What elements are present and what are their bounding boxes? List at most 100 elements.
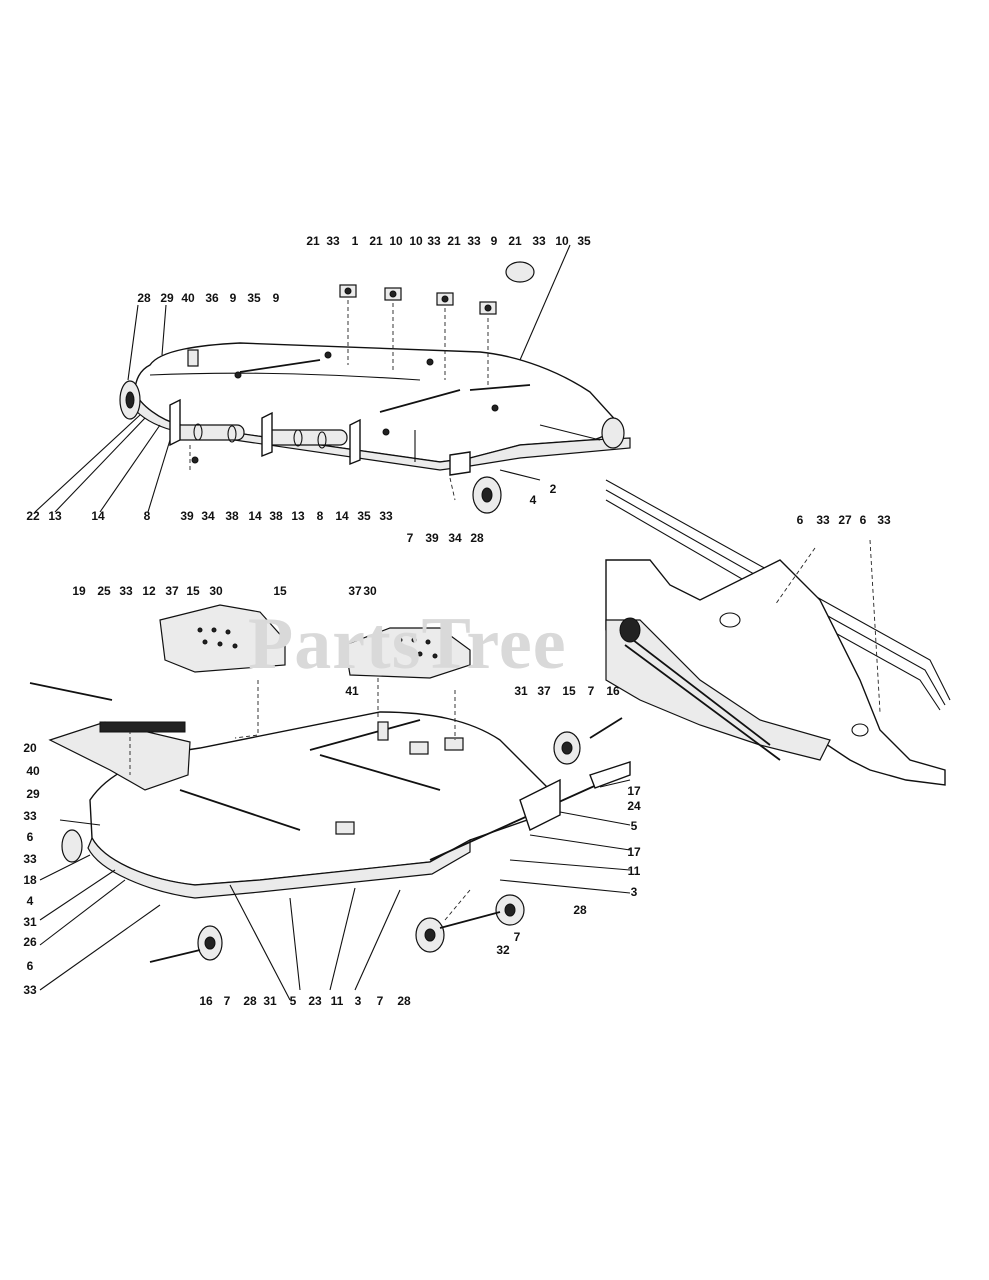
callout-lower-deck-39: 28 — [243, 994, 257, 1008]
callout-lower-deck-15: 16 — [606, 684, 620, 698]
callout-upper-deck-8: 33 — [467, 234, 481, 248]
callout-upper-deck-2: 1 — [352, 234, 359, 248]
callout-upper-deck-38: 39 — [425, 531, 439, 545]
callout-lower-deck-27: 33 — [23, 983, 37, 997]
callout-upper-deck-5: 10 — [409, 234, 423, 248]
callout-upper-deck-12: 10 — [555, 234, 569, 248]
callout-upper-deck-17: 36 — [205, 291, 219, 305]
callout-upper-deck-24: 8 — [144, 509, 151, 523]
callout-lower-deck-33: 3 — [631, 885, 638, 899]
callout-lower-deck-6: 30 — [209, 584, 223, 598]
callout-upper-deck-26: 34 — [201, 509, 215, 523]
callout-lower-deck-29: 24 — [627, 799, 641, 813]
callout-lower-deck-38: 7 — [224, 994, 231, 1008]
callout-lower-deck-9: 30 — [363, 584, 377, 598]
callout-lower-deck-25: 26 — [23, 935, 37, 949]
callout-lower-deck-22: 18 — [23, 873, 37, 887]
callout-upper-deck-1: 33 — [326, 234, 340, 248]
callout-upper-deck-40: 28 — [470, 531, 484, 545]
callout-upper-deck-25: 39 — [180, 509, 194, 523]
callout-lower-deck-10: 41 — [345, 684, 359, 698]
lower-deck-view — [29, 604, 631, 1001]
callout-upper-deck-20: 9 — [273, 291, 280, 305]
callout-lower-deck-31: 17 — [627, 845, 641, 859]
callout-upper-deck-37: 7 — [407, 531, 414, 545]
callout-upper-deck-3: 21 — [369, 234, 383, 248]
callout-detail-view-3: 6 — [860, 513, 867, 527]
callout-upper-deck-4: 10 — [389, 234, 403, 248]
callout-detail-view-0: 6 — [797, 513, 804, 527]
callout-lower-deck-11: 31 — [514, 684, 528, 698]
callout-lower-deck-20: 6 — [27, 830, 34, 844]
callout-upper-deck-22: 13 — [48, 509, 62, 523]
callout-lower-deck-24: 31 — [23, 915, 37, 929]
callout-upper-deck-16: 40 — [181, 291, 195, 305]
callout-upper-deck-0: 21 — [306, 234, 320, 248]
callout-lower-deck-18: 29 — [26, 787, 40, 801]
callout-lower-deck-46: 28 — [397, 994, 411, 1008]
callout-lower-deck-3: 12 — [142, 584, 156, 598]
watermark-text: PartsTree — [248, 603, 567, 685]
callout-lower-deck-7: 15 — [273, 584, 287, 598]
callout-lower-deck-35: 7 — [514, 930, 521, 944]
callout-lower-deck-5: 15 — [186, 584, 200, 598]
callout-lower-deck-17: 40 — [26, 764, 40, 778]
callout-detail-view-1: 33 — [816, 513, 830, 527]
callout-upper-deck-11: 33 — [532, 234, 546, 248]
callout-upper-deck-31: 8 — [317, 509, 324, 523]
callout-lower-deck-1: 25 — [97, 584, 111, 598]
callout-upper-deck-23: 14 — [91, 509, 105, 523]
callout-upper-deck-21: 22 — [26, 509, 40, 523]
callout-upper-deck-34: 33 — [379, 509, 393, 523]
callout-upper-deck-14: 28 — [137, 291, 151, 305]
callout-lower-deck-42: 23 — [308, 994, 322, 1008]
callout-lower-deck-37: 16 — [199, 994, 213, 1008]
callout-lower-deck-26: 6 — [27, 959, 34, 973]
callout-lower-deck-2: 33 — [119, 584, 133, 598]
callout-lower-deck-41: 5 — [290, 994, 297, 1008]
callout-lower-deck-45: 7 — [377, 994, 384, 1008]
callout-upper-deck-13: 35 — [577, 234, 591, 248]
callout-upper-deck-33: 35 — [357, 509, 371, 523]
callout-upper-deck-19: 35 — [247, 291, 261, 305]
callout-upper-deck-15: 29 — [160, 291, 174, 305]
callout-upper-deck-27: 38 — [225, 509, 239, 523]
callout-lower-deck-36: 32 — [496, 943, 510, 957]
callout-upper-deck-29: 38 — [269, 509, 283, 523]
callout-lower-deck-21: 33 — [23, 852, 37, 866]
callout-lower-deck-32: 11 — [628, 864, 641, 878]
callout-lower-deck-0: 19 — [72, 584, 86, 598]
callout-detail-view-2: 27 — [838, 513, 852, 527]
callout-lower-deck-30: 5 — [631, 819, 638, 833]
callout-lower-deck-43: 11 — [331, 994, 344, 1008]
callout-lower-deck-8: 37 — [348, 584, 362, 598]
callout-upper-deck-32: 14 — [335, 509, 349, 523]
callout-upper-deck-9: 9 — [491, 234, 498, 248]
callout-lower-deck-23: 4 — [27, 894, 34, 908]
callout-upper-deck-7: 21 — [447, 234, 461, 248]
callout-detail-view-4: 33 — [877, 513, 891, 527]
callout-upper-deck-10: 21 — [508, 234, 522, 248]
callout-lower-deck-16: 20 — [23, 741, 37, 755]
callout-upper-deck-35: 2 — [550, 482, 557, 496]
callout-upper-deck-28: 14 — [248, 509, 262, 523]
callout-upper-deck-18: 9 — [230, 291, 237, 305]
callout-upper-deck-6: 33 — [427, 234, 441, 248]
callout-upper-deck-30: 13 — [291, 509, 305, 523]
callout-lower-deck-13: 15 — [562, 684, 576, 698]
callout-lower-deck-19: 33 — [23, 809, 37, 823]
detail-view — [605, 479, 951, 786]
callout-lower-deck-14: 7 — [588, 684, 595, 698]
callout-lower-deck-12: 37 — [537, 684, 551, 698]
callout-upper-deck-36: 4 — [530, 493, 537, 507]
callout-upper-deck-39: 34 — [448, 531, 462, 545]
callout-lower-deck-4: 37 — [165, 584, 179, 598]
callout-lower-deck-28: 17 — [627, 784, 641, 798]
callout-lower-deck-44: 3 — [355, 994, 362, 1008]
callout-lower-deck-34: 28 — [573, 903, 587, 917]
callout-lower-deck-40: 31 — [263, 994, 277, 1008]
upper-deck-view — [34, 244, 631, 514]
